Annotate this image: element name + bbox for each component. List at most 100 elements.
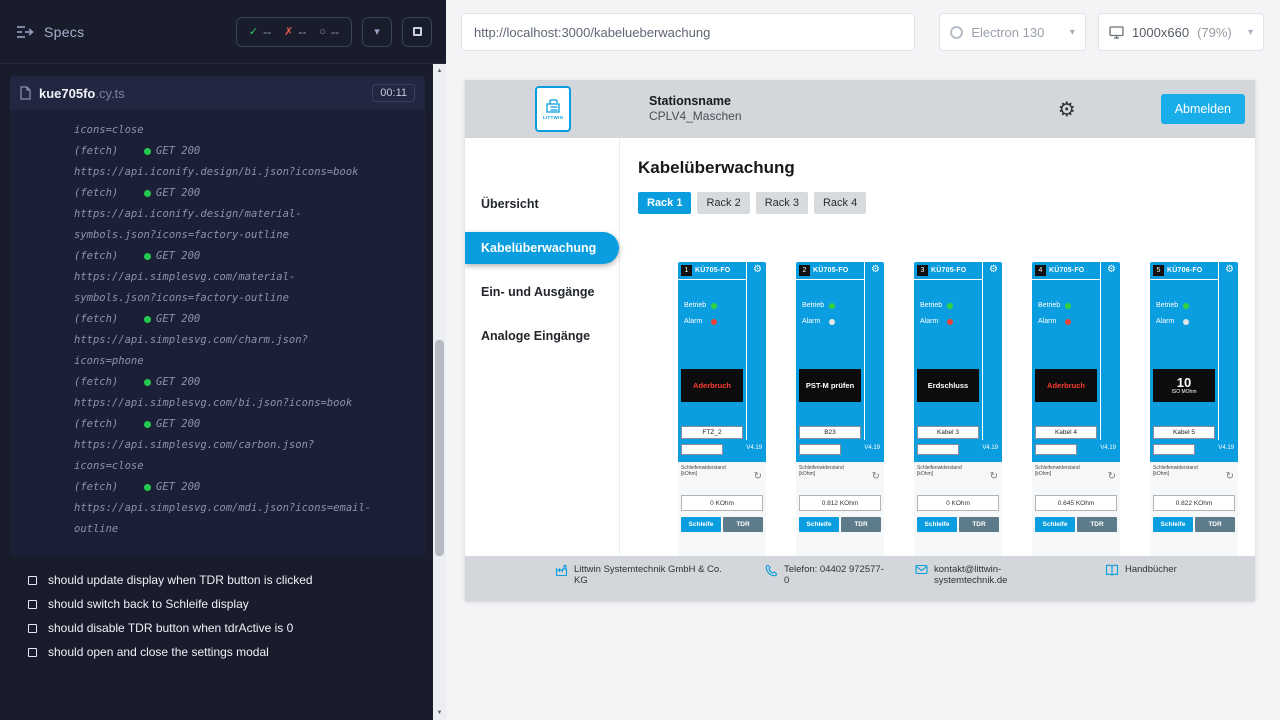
reporter-header: Specs ✓-- ✗-- ○-- ▾ bbox=[0, 0, 446, 64]
url-bar[interactable]: http://localhost:3000/kabelueberwachung bbox=[461, 13, 915, 51]
chevron-down-icon: ▾ bbox=[1248, 27, 1253, 38]
settings-gear-icon[interactable]: ⚙ bbox=[1058, 97, 1076, 122]
tdr-button[interactable]: TDR bbox=[723, 517, 763, 532]
measurement-label: Schleifenwiderstand [kOhm] bbox=[681, 465, 741, 477]
test-item[interactable]: should switch back to Schleife display bbox=[0, 592, 433, 616]
scroll-up-arrow[interactable]: ▲ bbox=[433, 68, 446, 74]
card-settings-icon[interactable]: ⚙ bbox=[871, 264, 880, 275]
phone-icon bbox=[765, 564, 778, 577]
measurement-label: Schleifenwiderstand [kOhm] bbox=[1035, 465, 1095, 477]
logout-button[interactable]: Abmelden bbox=[1161, 94, 1245, 124]
footer-email[interactable]: kontakt@littwin-systemtechnik.de bbox=[915, 564, 1095, 586]
test-state-icon bbox=[28, 624, 37, 633]
command-log-entry[interactable]: (fetch)GET 200 https://api.iconify.desig… bbox=[74, 183, 374, 246]
test-item[interactable]: should open and close the settings modal bbox=[0, 640, 433, 664]
cable-name-field[interactable]: B23 bbox=[799, 426, 861, 439]
aux-field[interactable] bbox=[1035, 444, 1077, 455]
schleife-button[interactable]: Schleife bbox=[799, 517, 839, 532]
refresh-icon[interactable]: ↻ bbox=[1108, 472, 1116, 482]
rack-tabs: Rack 1 Rack 2 Rack 3 Rack 4 bbox=[638, 192, 1255, 214]
cable-name-field[interactable]: Kabel 3 bbox=[917, 426, 979, 439]
alarm-label: Alarm bbox=[1038, 318, 1065, 325]
schleife-button[interactable]: Schleife bbox=[1153, 517, 1193, 532]
refresh-icon[interactable]: ↻ bbox=[872, 472, 880, 482]
tab-rack-2[interactable]: Rack 2 bbox=[697, 192, 749, 214]
measurement-value: 0.812 KOhm bbox=[799, 495, 881, 511]
firmware-version: V4.19 bbox=[1100, 445, 1116, 451]
alarm-led bbox=[711, 319, 717, 325]
refresh-icon[interactable]: ↻ bbox=[990, 472, 998, 482]
schleife-button[interactable]: Schleife bbox=[681, 517, 721, 532]
measurement-panel: Schleifenwiderstand [kOhm] ↻ 0.645 KOhm … bbox=[1032, 462, 1120, 562]
browser-select[interactable]: Electron 130 ▾ bbox=[939, 13, 1086, 51]
spec-header[interactable]: kue705fo.cy.ts 00:11 bbox=[10, 76, 425, 110]
betrieb-label: Betrieb bbox=[920, 302, 947, 309]
page-title: Kabelüberwachung bbox=[638, 158, 1255, 178]
measurement-value: 0 KOhm bbox=[917, 495, 999, 511]
refresh-icon[interactable]: ↻ bbox=[754, 472, 762, 482]
card-model-label: KÜ705-FO bbox=[695, 267, 730, 274]
nav-item-analoge-eingaenge[interactable]: Analoge Eingänge bbox=[465, 314, 619, 358]
command-log-entry[interactable]: (fetch)GET 200 https://api.simplesvg.com… bbox=[74, 477, 374, 540]
cable-name-field[interactable]: FTZ_2 bbox=[681, 426, 743, 439]
footer-manuals[interactable]: Handbücher bbox=[1105, 564, 1177, 576]
cable-name-field[interactable]: Kabel 4 bbox=[1035, 426, 1097, 439]
test-stats[interactable]: ✓-- ✗-- ○-- bbox=[236, 17, 352, 47]
tdr-button[interactable]: TDR bbox=[841, 517, 881, 532]
littwin-logo-mark bbox=[545, 99, 561, 114]
cypress-reporter: Specs ✓-- ✗-- ○-- ▾ kue705fo.cy.ts 00:11 bbox=[0, 0, 446, 720]
card-settings-icon[interactable]: ⚙ bbox=[1107, 264, 1116, 275]
status-dot bbox=[144, 379, 151, 386]
spec-file-icon bbox=[20, 86, 31, 100]
status-display: 10ISO MOhm bbox=[1153, 369, 1215, 402]
alarm-label: Alarm bbox=[920, 318, 947, 325]
command-log-entry[interactable]: (fetch)GET 200 https://api.simplesvg.com… bbox=[74, 414, 374, 477]
viewport-select[interactable]: 1000x660 (79%) ▾ bbox=[1098, 13, 1264, 51]
card-settings-icon[interactable]: ⚙ bbox=[1225, 264, 1234, 275]
command-log-entry[interactable]: (fetch)GET 200 https://api.simplesvg.com… bbox=[74, 309, 374, 372]
tab-rack-1[interactable]: Rack 1 bbox=[638, 192, 691, 214]
station-label: Stationsname bbox=[649, 94, 742, 109]
test-item[interactable]: should update display when TDR button is… bbox=[0, 568, 433, 592]
measurement-panel: Schleifenwiderstand [kOhm] ↻ 0.822 KOhm … bbox=[1150, 462, 1238, 562]
nav-item-kabelueberwachung[interactable]: Kabelüberwachung bbox=[465, 232, 619, 264]
tdr-button[interactable]: TDR bbox=[959, 517, 999, 532]
status-dot bbox=[144, 316, 151, 323]
schleife-button[interactable]: Schleife bbox=[917, 517, 957, 532]
aux-field[interactable] bbox=[1153, 444, 1195, 455]
footer-company: Littwin Systemtechnik GmbH & Co. KG bbox=[555, 564, 755, 586]
collapse-button[interactable]: ▾ bbox=[362, 17, 392, 47]
stop-button[interactable] bbox=[402, 17, 432, 47]
tdr-button[interactable]: TDR bbox=[1077, 517, 1117, 532]
command-log-entry[interactable]: (fetch)GET 200 https://api.simplesvg.com… bbox=[74, 246, 374, 309]
nav-item-uebersicht[interactable]: Übersicht bbox=[465, 182, 619, 226]
card-number-badge: 1 bbox=[681, 265, 692, 276]
command-log-entry[interactable]: icons=close bbox=[74, 120, 374, 141]
aux-field[interactable] bbox=[681, 444, 723, 455]
scroll-down-arrow[interactable]: ▼ bbox=[433, 710, 446, 716]
tab-rack-4[interactable]: Rack 4 bbox=[814, 192, 866, 214]
aux-field[interactable] bbox=[917, 444, 959, 455]
cable-name-field[interactable]: Kabel 5 bbox=[1153, 426, 1215, 439]
aux-field[interactable] bbox=[799, 444, 841, 455]
card-settings-icon[interactable]: ⚙ bbox=[989, 264, 998, 275]
schleife-button[interactable]: Schleife bbox=[1035, 517, 1075, 532]
command-log-entry[interactable]: (fetch)GET 200 https://api.iconify.desig… bbox=[74, 141, 374, 183]
card-settings-icon[interactable]: ⚙ bbox=[753, 264, 762, 275]
alarm-led bbox=[1183, 319, 1189, 325]
tab-rack-3[interactable]: Rack 3 bbox=[756, 192, 808, 214]
command-log-entry[interactable]: (fetch)GET 200 https://api.simplesvg.com… bbox=[74, 372, 374, 414]
betrieb-led bbox=[1065, 303, 1071, 309]
refresh-icon[interactable]: ↻ bbox=[1226, 472, 1234, 482]
logo-text: LITTWIN bbox=[543, 115, 563, 120]
specs-menu-icon[interactable] bbox=[16, 25, 34, 39]
status-dot bbox=[144, 253, 151, 260]
device-card-4: 4KÜ705-FO ⚙ Betrieb Alarm Aderbruch Kabe… bbox=[1032, 262, 1120, 562]
nav-item-ein-und-ausgaenge[interactable]: Ein- und Ausgänge bbox=[465, 270, 619, 314]
card-model-label: KÜ705-FO bbox=[1049, 267, 1084, 274]
scrollbar-thumb[interactable] bbox=[435, 340, 444, 556]
tdr-button[interactable]: TDR bbox=[1195, 517, 1235, 532]
footer-phone[interactable]: Telefon: 04402 972577-0 bbox=[765, 564, 905, 586]
test-item[interactable]: should disable TDR button when tdrActive… bbox=[0, 616, 433, 640]
